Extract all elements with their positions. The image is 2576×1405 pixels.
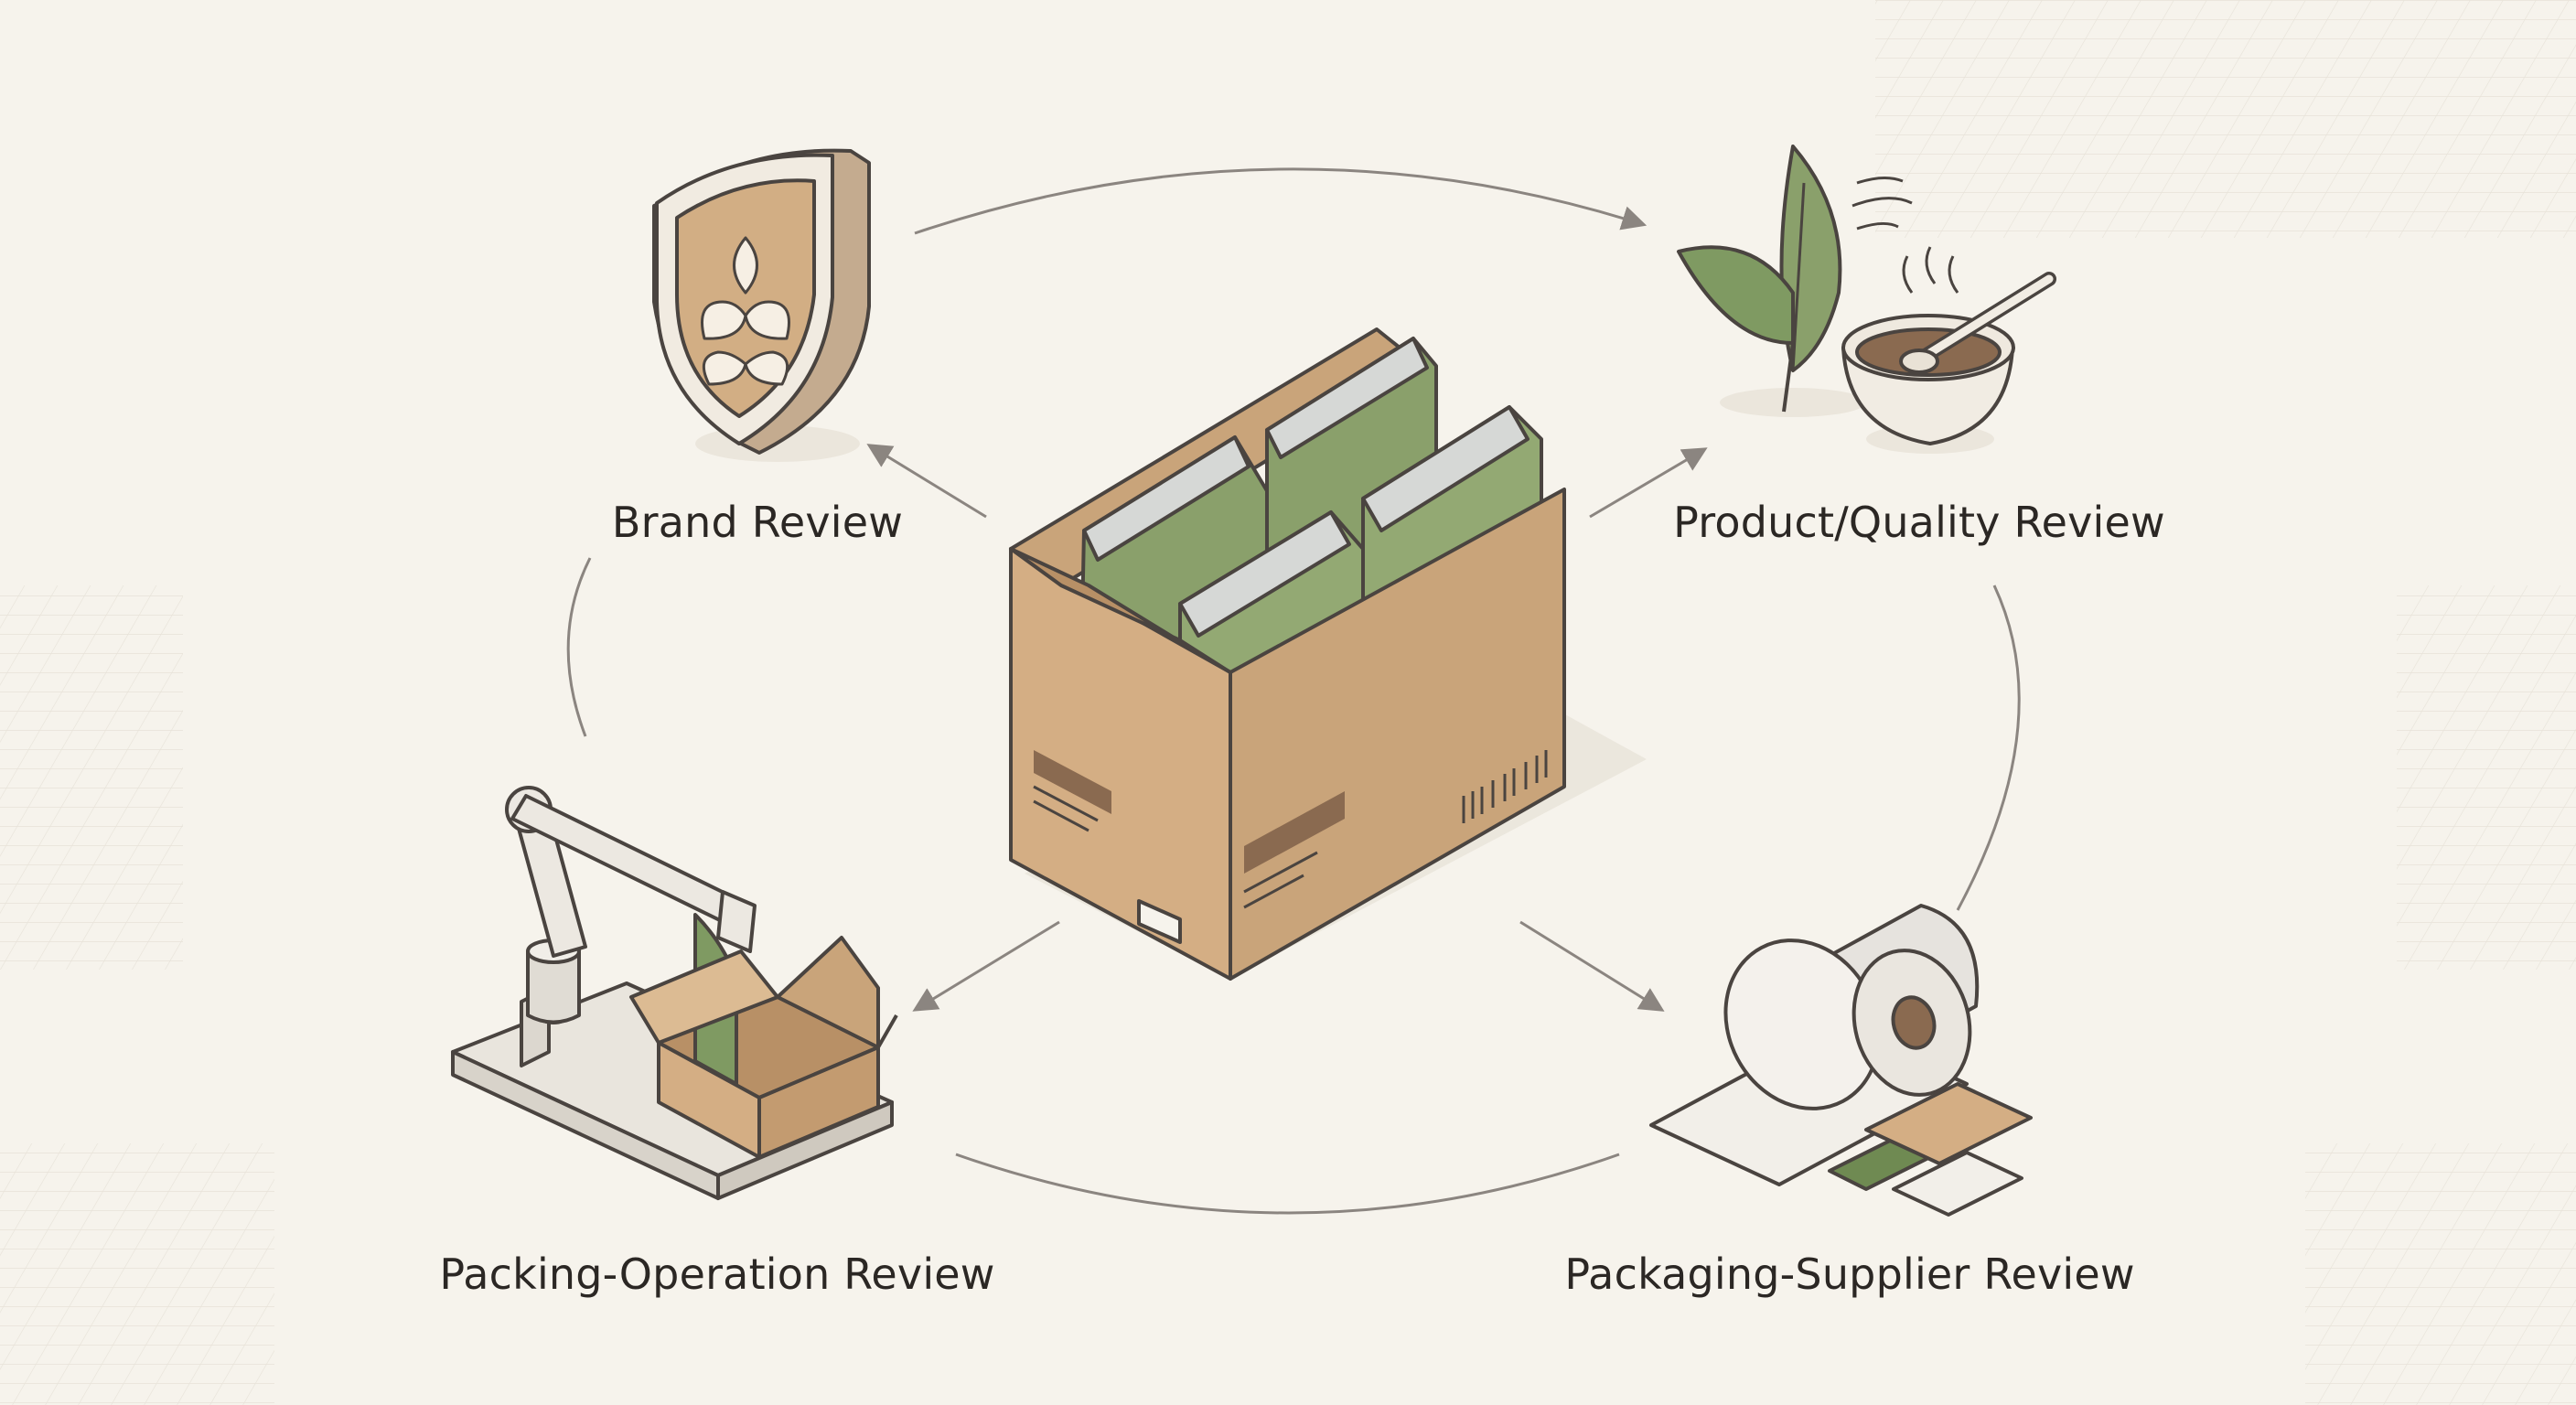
cycle-arcs [566,167,2021,1215]
film-roll-icon [1649,904,2033,1217]
arc-right [1956,585,2021,911]
arrow-to-brand [866,444,987,519]
center-arrows [866,444,1708,1012]
arc-bottom [955,1153,1620,1215]
arc-top [914,167,1648,235]
stage-label-product: Product/Quality Review [1673,498,2165,547]
shield-wheat-icon [652,148,871,462]
arrow-to-supplier [1519,920,1665,1012]
shipping-box-pouches-icon [1009,327,1647,981]
stage-label-packing: Packing-Operation Review [439,1249,995,1299]
arrow-to-packing [912,920,1060,1012]
leaf-bowl-icon [1677,145,2056,454]
packing-box-icon [629,913,898,1159]
stage-label-supplier: Packaging-Supplier Review [1564,1249,2135,1299]
arc-left [566,557,592,737]
stage-label-brand: Brand Review [611,498,904,547]
arrow-to-product [1589,447,1708,519]
